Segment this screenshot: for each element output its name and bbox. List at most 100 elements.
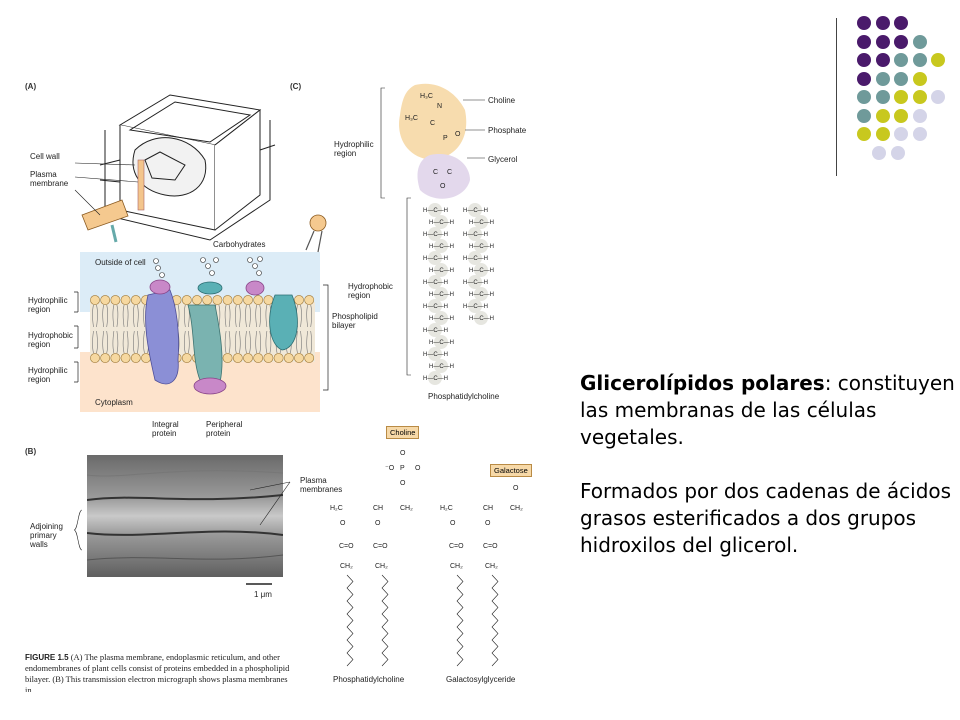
lipid-tail <box>102 304 108 328</box>
lipid-tail <box>122 330 129 354</box>
lipid-head <box>120 353 131 363</box>
decorative-dot <box>912 34 927 49</box>
lipid-tail <box>224 330 231 354</box>
plasma-membrane-highlight <box>137 159 145 211</box>
lipid-tail <box>102 330 108 354</box>
svg-text:H—C—H: H—C—H <box>429 220 454 226</box>
integral-protein <box>145 289 179 385</box>
lipid-head <box>232 295 243 305</box>
lipid-head <box>110 295 121 305</box>
label-outside-of-cell: Outside of cell <box>95 258 146 267</box>
lipid-tail <box>184 330 190 354</box>
decorative-dot <box>857 34 871 49</box>
decorative-dot <box>875 108 890 123</box>
svg-text:CH: CH <box>373 505 383 512</box>
svg-text:CH₂: CH₂ <box>485 563 498 570</box>
svg-text:CH₂: CH₂ <box>340 563 353 570</box>
decorative-vertical-line <box>836 18 837 176</box>
decorative-dot <box>912 90 927 104</box>
lipid-tail <box>122 304 129 328</box>
lipid-head <box>283 353 294 363</box>
svg-text:C: C <box>447 169 452 176</box>
lipid-tail <box>112 330 119 354</box>
svg-text:O: O <box>400 450 406 457</box>
lipid-head <box>202 295 213 305</box>
lipid-tail <box>306 304 312 328</box>
lipid-head <box>100 353 111 363</box>
svg-text:O: O <box>440 183 446 190</box>
caption-heading: FIGURE 1.5 <box>25 653 69 662</box>
lipid-head <box>120 295 131 305</box>
svg-text:C=O: C=O <box>449 543 464 550</box>
lipid-tail <box>245 304 251 328</box>
svg-text:CH₂: CH₂ <box>510 505 523 512</box>
slide-title-rest: : constituyen las membranas de las célul… <box>580 371 955 449</box>
lipid-tail <box>224 304 231 328</box>
decorative-dot <box>857 90 871 104</box>
decorative-dot <box>912 108 927 123</box>
lipid-head <box>222 353 233 363</box>
label-choline: Choline <box>488 96 516 105</box>
label-plasma-membranes: Plasma membranes <box>300 476 343 494</box>
svg-text:P: P <box>443 135 448 142</box>
lipid-tail <box>306 330 312 354</box>
svg-text:H—C—H: H—C—H <box>423 352 448 358</box>
panel-label-a: (A) <box>25 82 37 91</box>
svg-text:O: O <box>513 485 519 492</box>
caption-text: (A) The plasma membrane, endoplasmic ret… <box>25 652 290 692</box>
lipid-tail <box>235 330 241 354</box>
lipid-head <box>294 353 304 363</box>
zigzag-chain <box>491 574 499 667</box>
svg-text:H—C—H: H—C—H <box>463 208 488 214</box>
svg-text:H—C—H: H—C—H <box>423 304 448 310</box>
decorative-dot <box>857 53 871 67</box>
fatty-acid-chain-left: H—C—HH—C—HH—C—HH—C—HH—C—HH—C—HH—C—HH—C—H… <box>423 203 454 385</box>
label-glycerol: Glycerol <box>488 155 518 164</box>
lipid-head <box>130 295 141 305</box>
label-hydrophilic-region-c: Hydrophilic region <box>334 140 374 158</box>
decorative-dot <box>912 71 927 86</box>
decorative-dot <box>912 127 927 141</box>
label-hydrophobic-region-c: Hydrophobic region <box>348 282 393 300</box>
svg-text:H—C—H: H—C—H <box>429 316 454 322</box>
label-galactosylglyceride: Galactosylglyceride <box>446 675 516 684</box>
lipid-head <box>253 295 264 305</box>
lipid-tail <box>92 330 98 354</box>
svg-text:H—C—H: H—C—H <box>429 268 454 274</box>
decorative-dot <box>875 71 890 86</box>
carbohydrate-chains <box>153 256 263 278</box>
svg-text:C=O: C=O <box>483 543 498 550</box>
svg-text:C: C <box>430 120 435 127</box>
slide-text: Glicerolípidos polares: constituyen las … <box>580 370 955 559</box>
lipid-head <box>222 295 233 305</box>
decorative-dot <box>894 127 908 141</box>
decorative-dot <box>890 145 905 160</box>
svg-text:H—C—H: H—C—H <box>463 280 488 286</box>
decorative-dot <box>894 71 908 86</box>
svg-text:H—C—H: H—C—H <box>469 292 494 298</box>
transmembrane-protein <box>269 294 298 351</box>
decorative-dot <box>857 16 871 30</box>
membrane-diagram <box>74 94 329 412</box>
lipid-head <box>263 295 274 305</box>
svg-text:H—C—H: H—C—H <box>423 256 448 262</box>
svg-text:H₂C: H₂C <box>440 505 453 512</box>
lipid-head <box>304 295 315 305</box>
label-phosphatidylcholine-c: Phosphatidylcholine <box>428 392 500 401</box>
lipid-tail <box>245 330 251 354</box>
label-scale-bar: 1 μm <box>254 590 272 599</box>
lipid-tail <box>133 304 139 328</box>
tag-galactose: Galactose <box>490 464 532 477</box>
label-carbohydrates: Carbohydrates <box>213 240 266 249</box>
lipid-head <box>243 353 253 363</box>
lipid-tail <box>133 330 139 354</box>
lipid-head <box>90 295 100 305</box>
svg-text:H₃C: H₃C <box>420 93 433 100</box>
lipid-head <box>181 353 192 363</box>
cell-drawing <box>99 94 276 241</box>
svg-text:H—C—H: H—C—H <box>429 244 454 250</box>
label-cytoplasm: Cytoplasm <box>95 398 133 407</box>
lipid-head <box>90 353 100 363</box>
svg-text:H—C—H: H—C—H <box>469 268 494 274</box>
svg-text:H—C—H: H—C—H <box>463 232 488 238</box>
